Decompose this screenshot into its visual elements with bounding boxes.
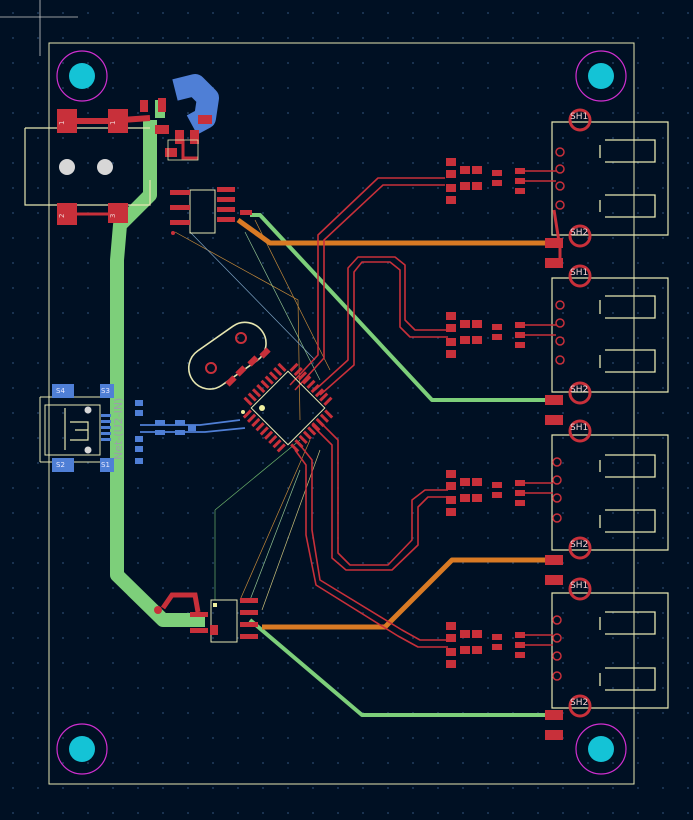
mounting-hole-top-right [575, 50, 627, 102]
port-3-filter-cluster[interactable] [446, 470, 553, 516]
pad-label: SH1 [570, 423, 588, 433]
pad-label: SH1 [570, 268, 588, 278]
usb-input-passives[interactable] [135, 400, 196, 464]
usb-a-port-1[interactable]: SH1 SH2 [545, 108, 669, 268]
board-outline [48, 42, 635, 785]
pad-label: S1 [101, 461, 110, 469]
drill-hole [59, 159, 75, 175]
mounting-hole-bottom-right [575, 723, 627, 775]
pad-label: 2 [58, 214, 66, 218]
mounting-holes[interactable] [56, 50, 627, 775]
net-label: Net-(U2-IN) [112, 398, 125, 460]
regulator-ic-top[interactable] [170, 187, 252, 235]
pad-label: SH2 [570, 228, 588, 238]
regulator-ic-bottom[interactable] [154, 592, 258, 643]
dc-jack-footprint[interactable]: 1 1 2 3 [24, 109, 151, 225]
pad-label: S2 [56, 461, 65, 469]
port-1-filter-cluster[interactable] [446, 158, 556, 204]
pad-label: SH2 [570, 698, 588, 708]
red-data-traces[interactable] [289, 177, 448, 648]
port-2-filter-cluster[interactable] [446, 312, 556, 358]
usb-hub-ic[interactable] [234, 354, 341, 461]
drill-hole [84, 406, 92, 414]
pad-label: SH1 [570, 112, 588, 122]
usb-a-port-2[interactable]: SH1 SH2 [545, 264, 669, 425]
mounting-hole-bottom-left [56, 723, 108, 775]
pad-label: SH2 [570, 540, 588, 550]
drill-hole [97, 159, 113, 175]
usb-input-connector[interactable]: S4 S2 S3 S1 [39, 384, 114, 472]
usb-a-port-4[interactable]: SH1 SH2 [545, 577, 669, 740]
pad-label: 1 [109, 121, 117, 125]
pad-label: 3 [109, 214, 117, 218]
cursor-crosshair [0, 0, 78, 56]
usb-a-port-3[interactable]: SH1 SH2 [545, 419, 669, 585]
port-4-filter-cluster[interactable] [446, 622, 553, 668]
orange-signal-traces[interactable] [236, 217, 560, 630]
power-input-components[interactable] [140, 98, 212, 161]
pad-label: SH1 [570, 581, 588, 591]
pad-label: S4 [56, 387, 65, 395]
pad-label: 1 [58, 121, 66, 125]
ratsnest-lines [174, 219, 331, 611]
drill-hole [84, 446, 92, 454]
mounting-hole-top-left [56, 50, 108, 102]
pad-label: SH2 [570, 385, 588, 395]
hub-ic-passives[interactable] [225, 347, 271, 414]
pad-label: S3 [101, 387, 110, 395]
